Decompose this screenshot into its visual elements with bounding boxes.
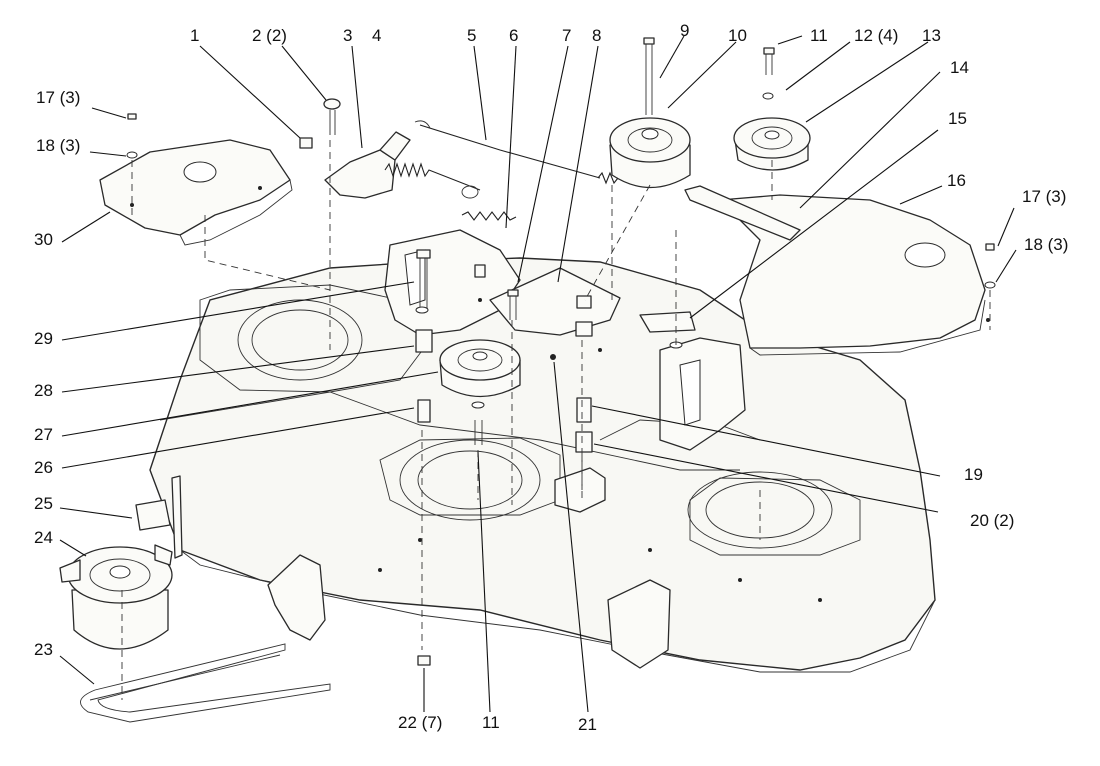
callout-29: 29 (34, 329, 53, 348)
callout-26: 26 (34, 458, 53, 477)
callout-24: 24 (34, 528, 53, 547)
pulley-10 (609, 117, 691, 189)
callout-6: 6 (509, 26, 519, 45)
bracket-25 (135, 475, 183, 559)
callout-18-left: 18 (3) (36, 136, 81, 155)
callout-23: 23 (34, 640, 53, 659)
callout-11-bottom: 11 (482, 713, 500, 732)
idler-arm (684, 185, 801, 241)
callout-21: 21 (578, 715, 597, 734)
callout-25: 25 (34, 494, 53, 513)
callout-11-top: 11 (810, 26, 828, 45)
callout-28: 28 (34, 381, 53, 400)
callout-10: 10 (728, 26, 747, 45)
bracket-3 (324, 131, 411, 199)
callout-17-right: 17 (3) (1022, 187, 1067, 206)
callout-9: 9 (680, 21, 690, 40)
electric-clutch (59, 544, 173, 650)
callout-12: 12 (4) (854, 26, 899, 45)
drive-belt (80, 643, 331, 723)
callout-30: 30 (34, 230, 53, 249)
callout-18-right: 18 (3) (1024, 235, 1069, 254)
pulley-27 (439, 339, 521, 398)
callout-27: 27 (34, 425, 53, 444)
assembly-lines (121, 140, 991, 700)
callout-19: 19 (964, 465, 983, 484)
callout-2: 2 (2) (252, 26, 287, 45)
left-belt-cover (99, 139, 293, 246)
callout-17-left: 17 (3) (36, 88, 81, 107)
callout-4: 4 (372, 26, 382, 45)
callout-5: 5 (467, 26, 477, 45)
callout-8: 8 (592, 26, 602, 45)
callout-3: 3 (343, 26, 353, 45)
hardware (126, 37, 996, 666)
callout-14: 14 (950, 58, 969, 77)
callout-20: 20 (2) (970, 511, 1015, 530)
pulley-13 (733, 117, 811, 171)
callout-7: 7 (562, 26, 572, 45)
callout-13: 13 (922, 26, 941, 45)
callout-22: 22 (7) (398, 713, 443, 732)
leader-lines (59, 35, 1017, 713)
callout-1: 1 (190, 26, 200, 45)
callout-15: 15 (948, 109, 967, 128)
callout-16: 16 (947, 171, 966, 190)
